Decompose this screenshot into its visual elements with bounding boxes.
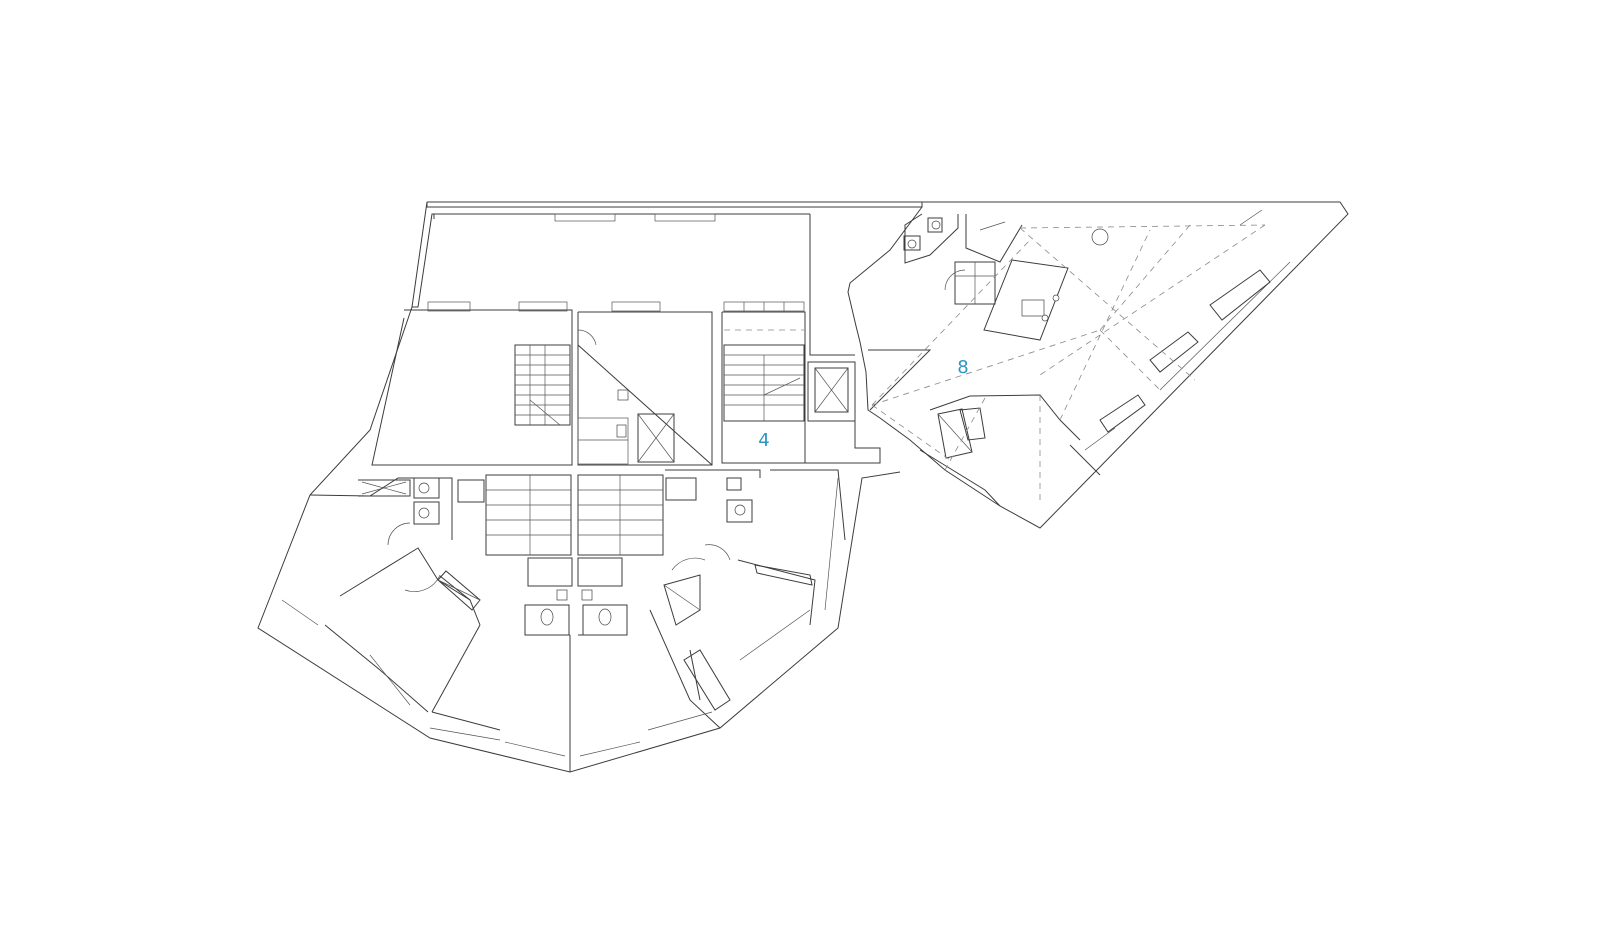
stair-middle: [577, 329, 713, 466]
stair-left: [514, 344, 571, 426]
middle-block: [371, 214, 881, 466]
stairs-lower-middle: [485, 474, 664, 636]
apartment-right-wing: [868, 209, 1291, 507]
room-label-8: 8: [957, 357, 968, 378]
apartment-lower-right: [579, 469, 846, 757]
room-label-4: 4: [758, 430, 769, 451]
apartment-lower-left: [281, 477, 571, 772]
stair-core: [723, 329, 805, 422]
outer-walls: [257, 201, 1349, 773]
hidden-lines: [871, 224, 1266, 500]
